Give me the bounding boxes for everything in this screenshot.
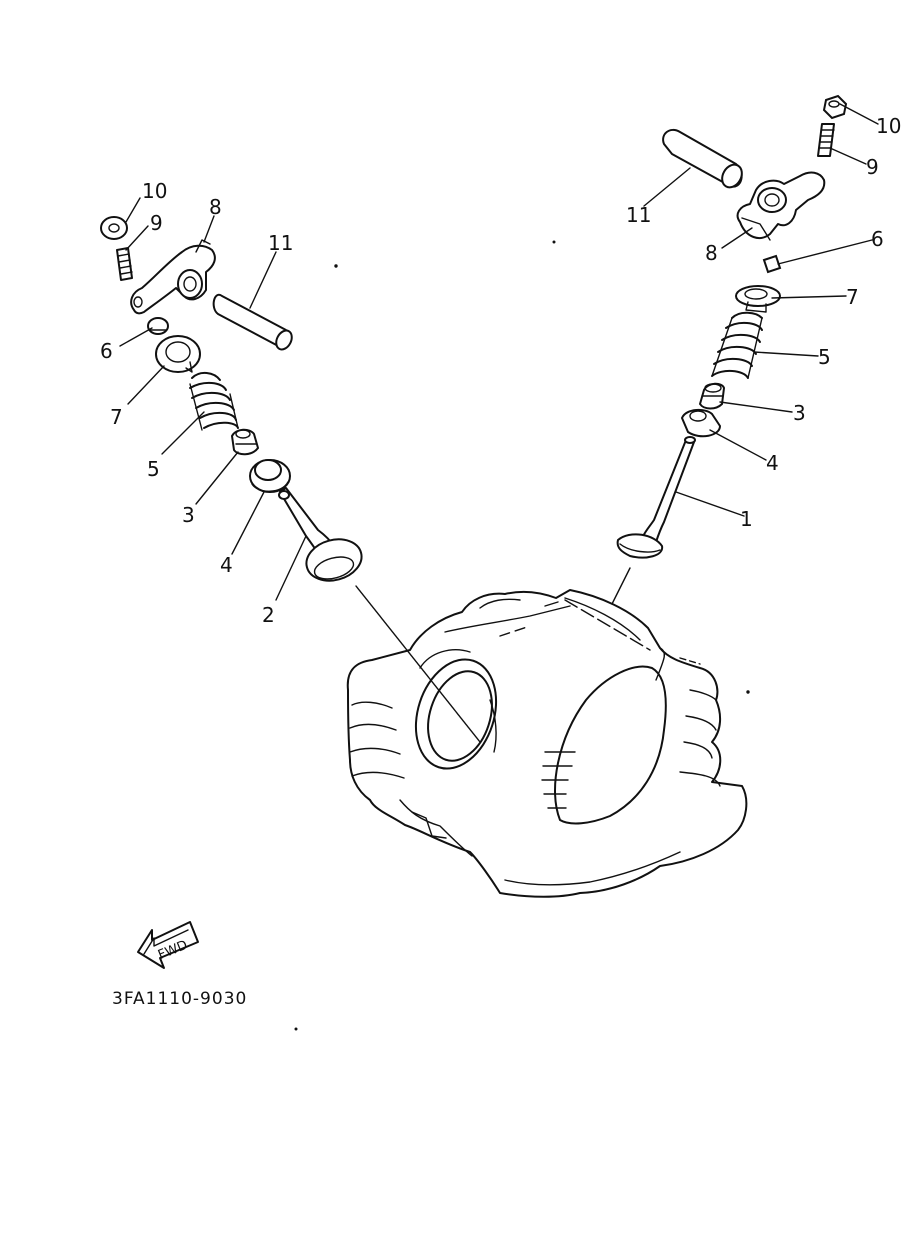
left-part-3-stem-seal bbox=[231, 428, 259, 456]
right-callout-1: 1 bbox=[740, 507, 753, 531]
left-part-9-adjuster bbox=[116, 247, 133, 281]
left-part-2-intake-valve bbox=[278, 487, 363, 582]
left-callout-8: 8 bbox=[209, 195, 222, 219]
right-callout-8: 8 bbox=[705, 241, 718, 265]
left-callout-2: 2 bbox=[262, 603, 275, 627]
right-callout-5: 5 bbox=[818, 345, 831, 369]
fwd-arrow-icon: FWD bbox=[137, 921, 199, 969]
right-part-7-spring-retainer bbox=[735, 285, 781, 313]
fwd-label: FWD bbox=[156, 938, 190, 963]
cylinder-head bbox=[346, 589, 748, 898]
diagram-code: 3FA1110-9030 bbox=[112, 989, 247, 1009]
left-part-10-locknut bbox=[100, 216, 128, 240]
right-callout-7: 7 bbox=[846, 285, 859, 309]
left-part-5-valve-spring bbox=[189, 372, 239, 431]
right-part-9-adjuster bbox=[817, 123, 835, 157]
left-callout-11: 11 bbox=[268, 231, 293, 255]
right-callout-6: 6 bbox=[871, 227, 884, 251]
left-part-8-rocker-arm bbox=[130, 239, 216, 315]
leader-lines bbox=[119, 103, 879, 601]
left-part-11-rocker-shaft bbox=[212, 293, 293, 351]
right-part-5-valve-spring bbox=[711, 311, 763, 379]
left-parts bbox=[100, 216, 363, 582]
left-callout-3: 3 bbox=[182, 503, 195, 527]
scan-specks bbox=[294, 240, 750, 1031]
right-part-6-valve-cap bbox=[762, 254, 782, 274]
assembly-lines bbox=[355, 567, 701, 743]
left-callout-7: 7 bbox=[110, 405, 123, 429]
right-parts bbox=[616, 94, 848, 559]
left-part-6-valve-cap bbox=[147, 317, 169, 335]
right-part-3-stem-seal bbox=[699, 382, 725, 410]
right-part-8-rocker-arm bbox=[736, 171, 826, 241]
left-part-4-spring-seat bbox=[249, 459, 291, 493]
left-callout-9: 9 bbox=[150, 211, 163, 235]
right-callout-3: 3 bbox=[793, 401, 806, 425]
left-callout-4: 4 bbox=[220, 553, 233, 577]
callout-labels: 10 9 8 11 6 7 5 3 4 2 10 9 11 8 6 7 5 3 … bbox=[100, 114, 901, 627]
right-part-1-exhaust-valve bbox=[616, 436, 696, 559]
right-part-10-locknut bbox=[822, 94, 848, 120]
right-part-11-rocker-shaft bbox=[662, 128, 743, 189]
right-callout-9: 9 bbox=[866, 155, 879, 179]
right-callout-10: 10 bbox=[876, 114, 901, 138]
left-part-7-spring-retainer bbox=[155, 335, 201, 373]
left-callout-6: 6 bbox=[100, 339, 113, 363]
left-callout-10: 10 bbox=[142, 179, 167, 203]
right-callout-4: 4 bbox=[766, 451, 779, 475]
left-callout-5: 5 bbox=[147, 457, 160, 481]
right-callout-11: 11 bbox=[626, 203, 651, 227]
